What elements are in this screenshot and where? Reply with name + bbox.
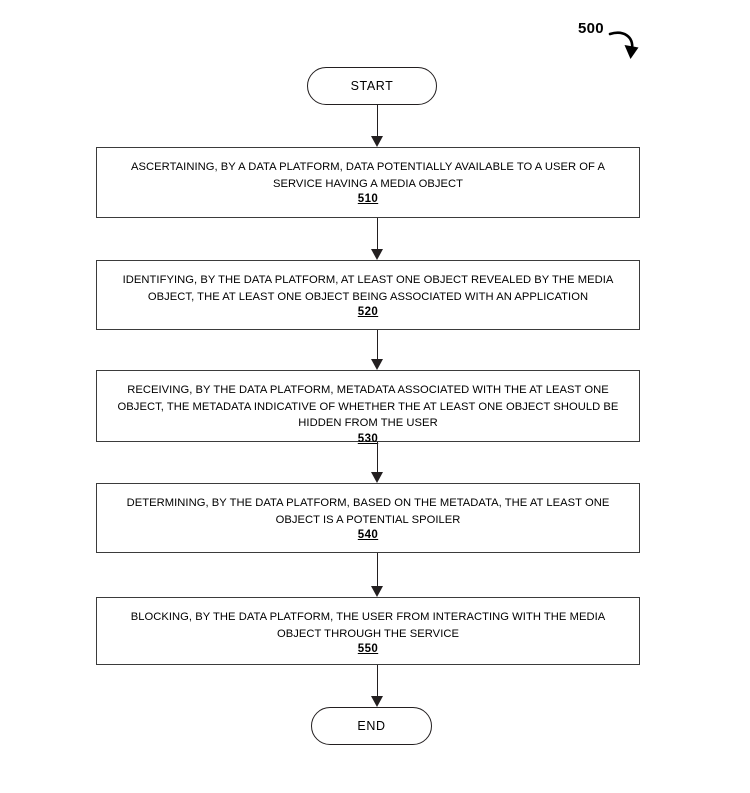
start-terminator: START bbox=[307, 67, 437, 105]
process-number-520: 520 bbox=[357, 306, 379, 318]
end-label: END bbox=[357, 719, 386, 733]
process-box-540: DETERMINING, BY THE DATA PLATFORM, BASED… bbox=[96, 483, 640, 553]
start-label: START bbox=[350, 79, 394, 93]
process-number-550: 550 bbox=[357, 643, 379, 655]
process-text-510: ASCERTAINING, BY A DATA PLATFORM, DATA P… bbox=[131, 161, 605, 190]
process-number-540: 540 bbox=[357, 529, 379, 541]
process-box-550: BLOCKING, BY THE DATA PLATFORM, THE USER… bbox=[96, 597, 640, 665]
process-text-550: BLOCKING, BY THE DATA PLATFORM, THE USER… bbox=[130, 611, 606, 640]
connector-start-to-510 bbox=[371, 105, 384, 147]
connector-550-to-end bbox=[371, 665, 384, 707]
connector-540-to-550 bbox=[371, 553, 384, 597]
end-terminator: END bbox=[311, 707, 432, 745]
connector-520-to-530 bbox=[371, 330, 384, 370]
connector-510-to-520 bbox=[371, 218, 384, 260]
process-number-510: 510 bbox=[357, 193, 379, 205]
process-text-530: RECEIVING, BY THE DATA PLATFORM, METADAT… bbox=[117, 384, 619, 429]
process-text-540: DETERMINING, BY THE DATA PLATFORM, BASED… bbox=[126, 497, 610, 526]
process-box-510: ASCERTAINING, BY A DATA PLATFORM, DATA P… bbox=[96, 147, 640, 218]
process-number-530: 530 bbox=[357, 432, 379, 445]
connector-530-to-540 bbox=[371, 442, 384, 483]
figure-reference-number: 500 bbox=[578, 20, 604, 37]
process-text-520: IDENTIFYING, BY THE DATA PLATFORM, AT LE… bbox=[122, 274, 614, 303]
curved-hook-arrow-icon bbox=[608, 31, 639, 59]
process-box-530: RECEIVING, BY THE DATA PLATFORM, METADAT… bbox=[96, 370, 640, 445]
process-box-520: IDENTIFYING, BY THE DATA PLATFORM, AT LE… bbox=[96, 260, 640, 330]
